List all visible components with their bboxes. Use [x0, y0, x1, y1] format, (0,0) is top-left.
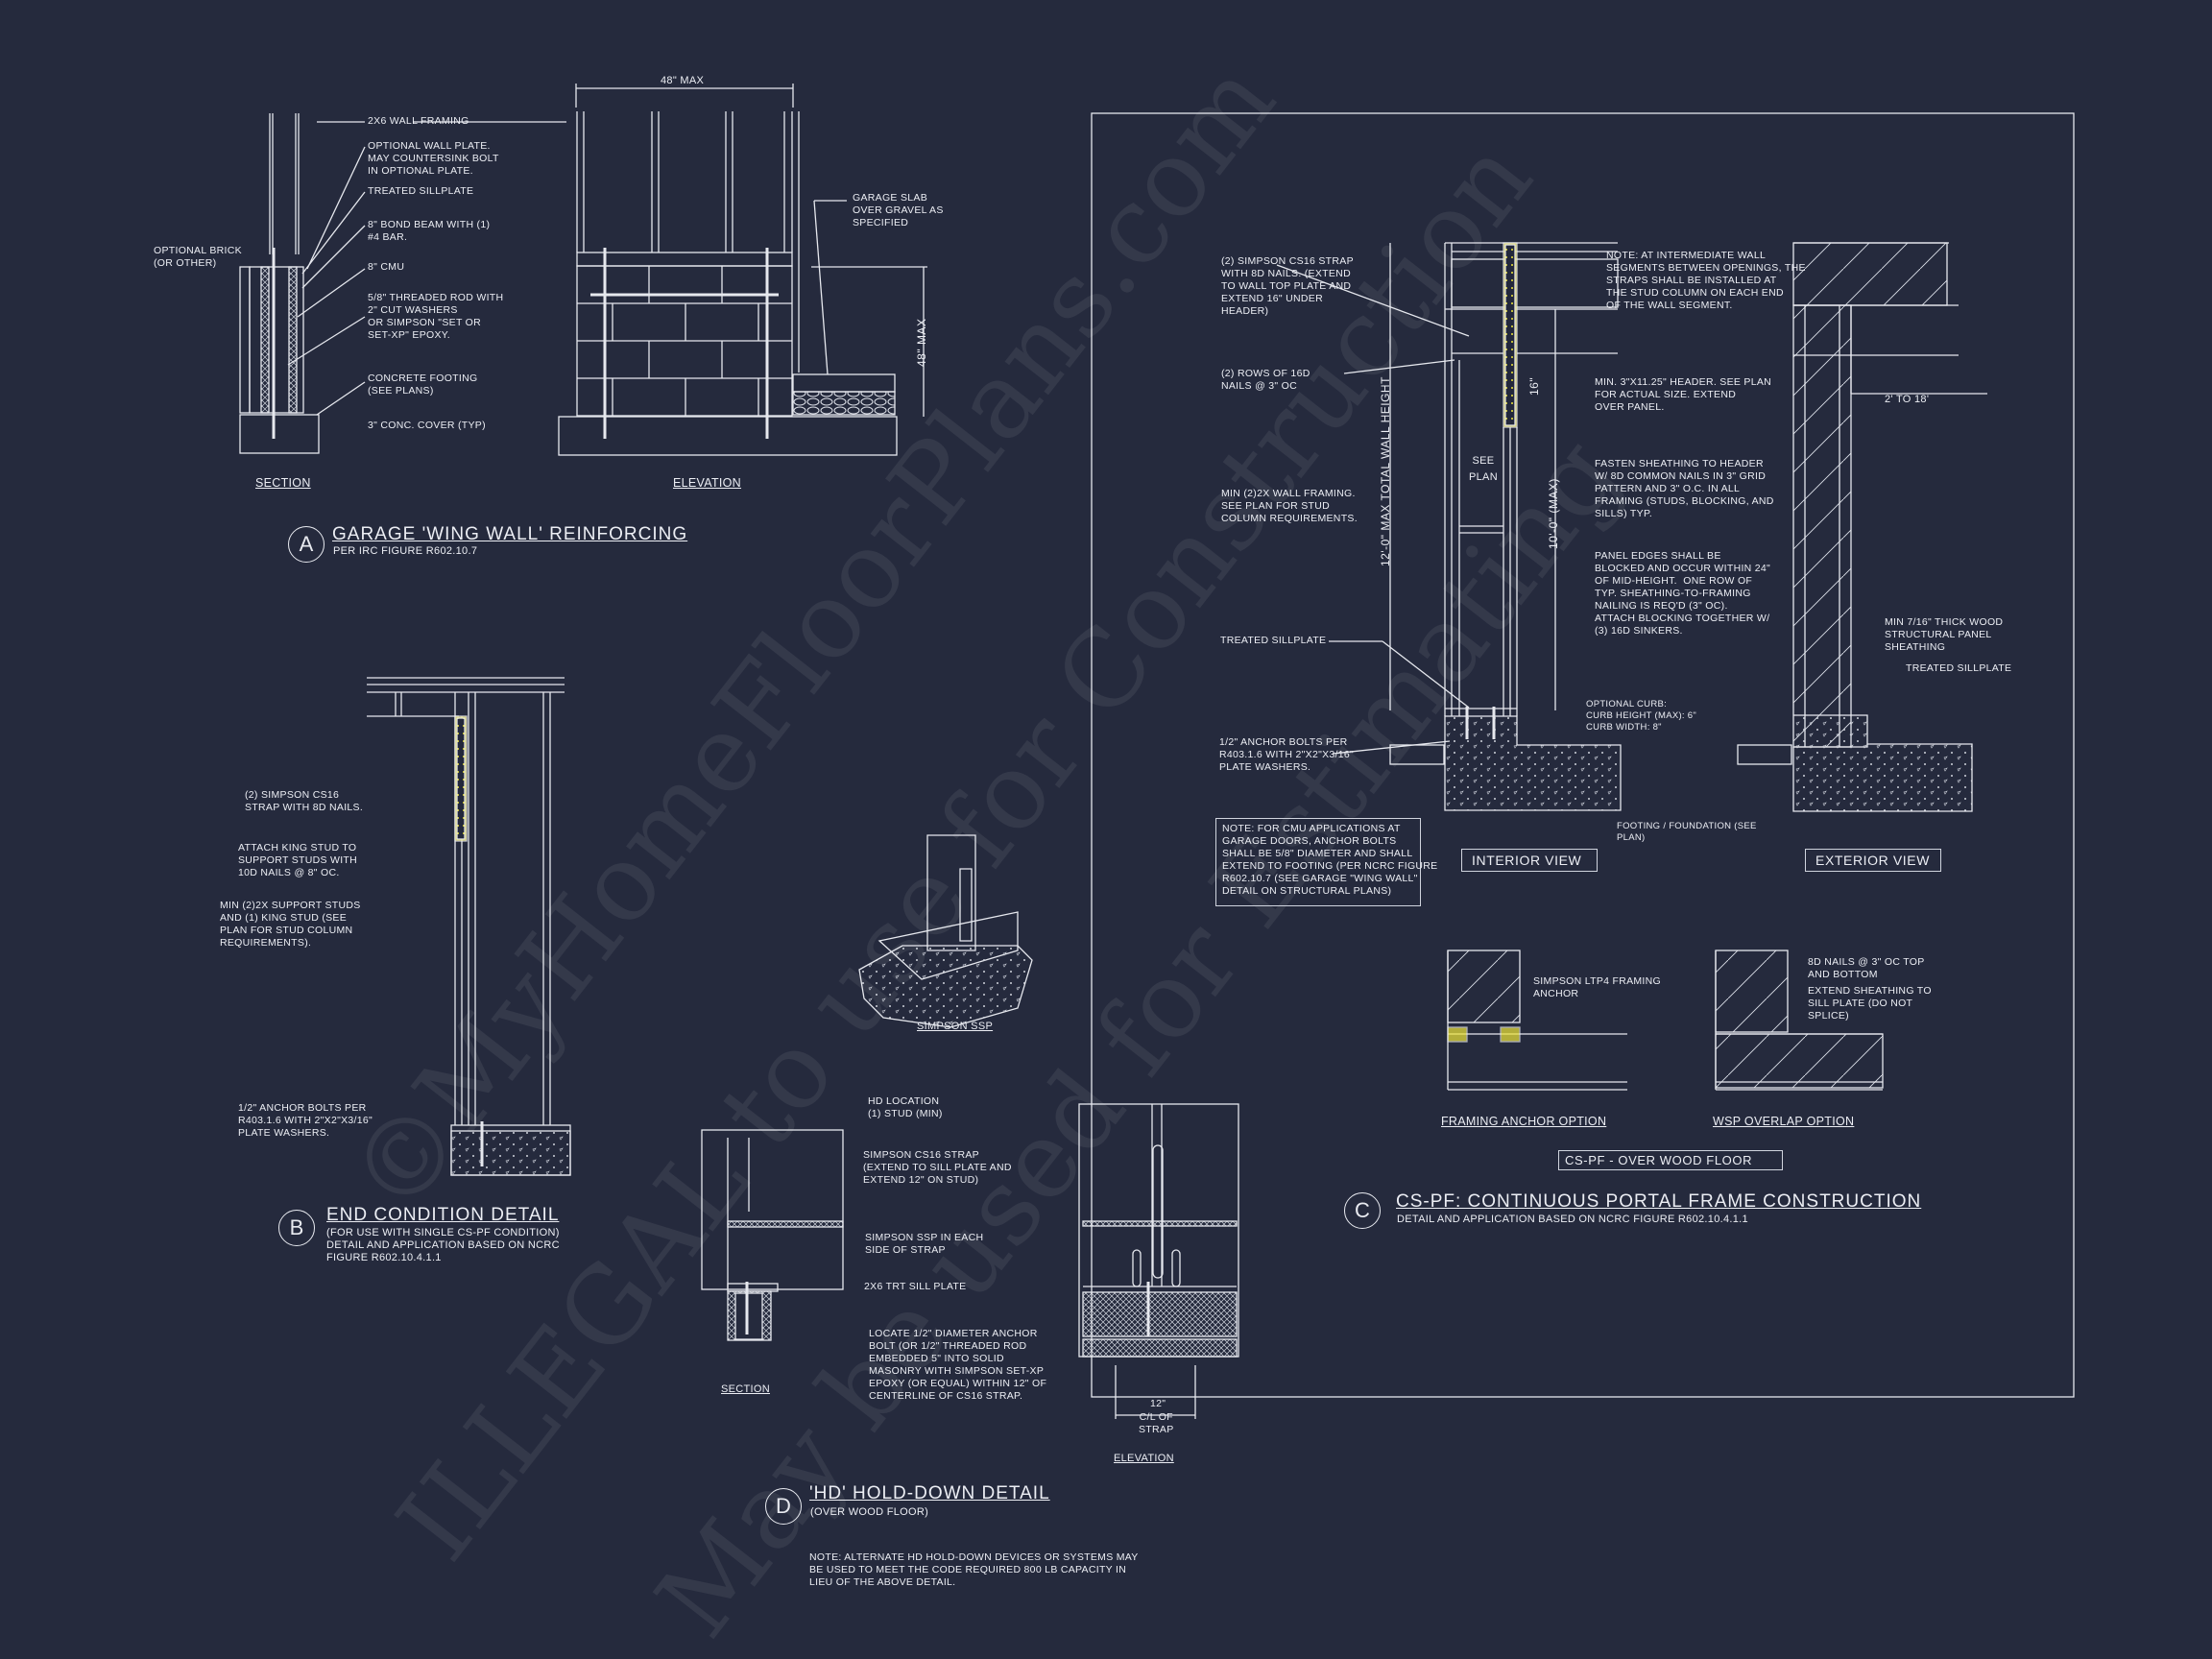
note-optional-brick: OPTIONAL BRICK (OR OTHER)	[154, 245, 242, 269]
label-wsp-overlap-option: WSP OVERLAP OPTION	[1713, 1115, 1855, 1128]
note-bond-beam: 8" BOND BEAM WITH (1) #4 BAR.	[368, 219, 491, 243]
note-king-stud: ATTACH KING STUD TO SUPPORT STUDS WITH 1…	[238, 842, 358, 878]
note-wall-framing: 2x6 WALL FRAMING	[368, 115, 469, 127]
note-panel-edges: PANEL EDGES SHALL BE BLOCKED AND OCCUR W…	[1595, 550, 1771, 637]
detail-a-subtitle: PER IRC FIGURE R602.10.7	[333, 545, 478, 557]
label-simpson-ssp: SIMPSON SSP	[917, 1021, 994, 1032]
note-treated-sillplate-ext: TREATED SILLPLATE	[1906, 662, 2012, 674]
note-extend-sheathing: EXTEND SHEATHING TO SILL PLATE (DO NOT S…	[1808, 985, 1932, 1022]
dim-12in: 12"	[1150, 1398, 1166, 1409]
note-cs16-strap-b: (2) SIMPSON CS16 STRAP WITH 8d NAILS.	[245, 789, 364, 813]
note-16d-nails: (2) ROWS OF 16d NAILS @ 3" OC	[1221, 368, 1310, 392]
note-cs16-strap-c: (2) SIMPSON CS16 STRAP WITH 8d NAILS. (E…	[1221, 255, 1354, 317]
dim-16in: 16"	[1527, 376, 1541, 396]
note-concrete-footing: CONCRETE FOOTING (SEE PLANS)	[368, 373, 478, 397]
dim-48-max-side: 48" MAX	[915, 318, 928, 367]
note-optional-curb: OPTIONAL CURB: CURB HEIGHT (MAX): 6" CUR…	[1586, 699, 1697, 733]
note-cmu-applications: NOTE: FOR CMU APPLICATIONS AT GARAGE DOO…	[1215, 818, 1437, 906]
detail-b-subtitle: (FOR USE WITH SINGLE CS-PF CONDITION) DE…	[326, 1227, 560, 1263]
note-anchor-bolts-b: 1/2" ANCHOR BOLTS PER R403.1.6 WITH 2"x2…	[238, 1102, 373, 1139]
note-8d-nails: 8d NAILS @ 3" OC TOP AND BOTTOM	[1808, 956, 1925, 980]
label-elevation-d: ELEVATION	[1114, 1453, 1174, 1464]
detail-bubble-d: D	[765, 1488, 802, 1525]
note-header: MIN. 3"x11.25" HEADER. SEE PLAN FOR ACTU…	[1595, 376, 1772, 413]
detail-c-title: CS-PF: CONTINUOUS PORTAL FRAME CONSTRUCT…	[1396, 1191, 1922, 1212]
detail-d-subtitle: (OVER WOOD FLOOR)	[810, 1506, 929, 1518]
label-section-d: SECTION	[721, 1383, 770, 1395]
note-wall-framing-c: MIN (2)2X WALL FRAMING. SEE PLAN FOR STU…	[1221, 488, 1358, 524]
label-over-wood-floor: CS-PF - OVER WOOD FLOOR	[1558, 1150, 1783, 1170]
label-elevation-a: ELEVATION	[673, 476, 742, 490]
label-interior-view: INTERIOR VIEW	[1461, 849, 1598, 872]
note-optional-wall-plate: OPTIONAL WALL PLATE. MAY COUNTERSINK BOL…	[368, 140, 499, 177]
dim-10ft-max: 10'-0" (MAX)	[1547, 478, 1560, 549]
note-wood-panel-sheathing: MIN 7/16" THICK WOOD STRUCTURAL PANEL SH…	[1885, 616, 2004, 653]
note-footing-foundation: FOOTING / FOUNDATION (SEE PLAN)	[1617, 821, 1757, 843]
note-garage-slab: GARAGE SLAB OVER GRAVEL AS SPECIFIED	[853, 192, 944, 228]
detail-bubble-a: A	[288, 526, 325, 563]
label-section-a: SECTION	[255, 476, 311, 490]
detail-a-title: GARAGE 'WING WALL' REINFORCING	[332, 524, 688, 544]
note-trt-sill-plate: 2x6 TRT SILL PLATE	[864, 1281, 967, 1292]
note-intermediate-wall: NOTE: AT INTERMEDIATE WALL SEGMENTS BETW…	[1606, 250, 1806, 311]
dim-cl-of-strap: C/L OF STRAP	[1139, 1411, 1174, 1435]
dim-48-max-top: 48" MAX	[661, 75, 705, 86]
note-ssp-each-side: SIMPSON SSP IN EACH SIDE OF STRAP	[865, 1232, 984, 1256]
note-treated-sillplate-c: TREATED SILLPLATE	[1220, 635, 1327, 646]
dim-total-wall-height: 12'-0" MAX TOTAL WALL HEIGHT	[1379, 376, 1392, 566]
detail-bubble-b: B	[278, 1210, 315, 1246]
label-framing-anchor-option: FRAMING ANCHOR OPTION	[1441, 1115, 1607, 1128]
note-threaded-rod: 5/8" THREADED ROD WITH 2" CUT WASHERS OR…	[368, 292, 504, 341]
note-anchor-bolt-d: LOCATE 1/2" DIAMETER ANCHOR BOLT (OR 1/2…	[869, 1328, 1047, 1402]
note-support-studs: MIN (2)2X SUPPORT STUDS AND (1) KING STU…	[220, 900, 361, 949]
detail-c-subtitle: DETAIL AND APPLICATION BASED ON NCRC FIG…	[1397, 1214, 1748, 1225]
note-cs16-strap-d: SIMPSON CS16 STRAP (EXTEND TO SILL PLATE…	[863, 1149, 1012, 1186]
detail-d-title: 'HD' HOLD-DOWN DETAIL	[809, 1483, 1050, 1503]
label-exterior-view: EXTERIOR VIEW	[1805, 849, 1941, 872]
note-conc-cover: 3" CONC. COVER (TYP)	[368, 420, 486, 431]
detail-b-title: END CONDITION DETAIL	[326, 1205, 560, 1225]
note-8in-cmu: 8" CMU	[368, 261, 405, 273]
note-treated-sillplate: TREATED SILLPLATE	[368, 185, 474, 197]
note-hd-location: HD LOCATION (1) STUD (MIN)	[868, 1095, 943, 1119]
detail-bubble-c: C	[1344, 1192, 1381, 1229]
note-anchor-bolts-c: 1/2" ANCHOR BOLTS PER R403.1.6 WITH 2"x2…	[1219, 736, 1355, 773]
dim-panel-width: 2' TO 18'	[1885, 394, 1930, 405]
note-fasten-sheathing: FASTEN SHEATHING TO HEADER W/ 8d COMMON …	[1595, 458, 1774, 519]
dim-see-plan: SEE PLAN	[1469, 455, 1498, 483]
note-alternate-hd: NOTE: ALTERNATE HD HOLD-DOWN DEVICES OR …	[809, 1551, 1139, 1588]
note-ltp4-anchor: SIMPSON LTP4 FRAMING ANCHOR	[1533, 975, 1661, 999]
